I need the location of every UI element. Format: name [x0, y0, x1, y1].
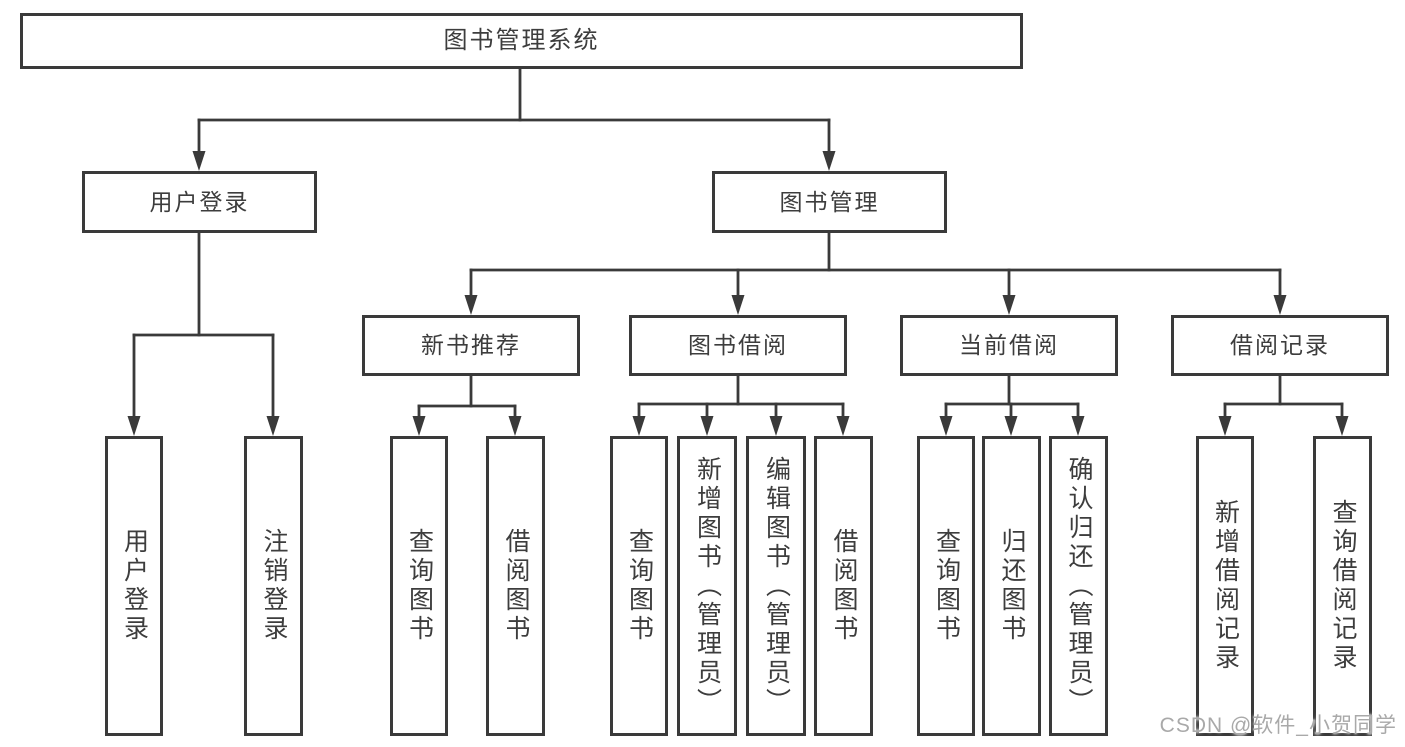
leaf-add-borrow-record: 新增借阅记录: [1196, 436, 1254, 736]
node-new-book-recommend: 新书推荐: [362, 315, 580, 376]
node-label: 借阅记录: [1230, 332, 1330, 358]
node-current-borrow: 当前借阅: [900, 315, 1118, 376]
node-user-login: 用户登录: [82, 171, 317, 233]
leaf-user-login: 用户登录: [105, 436, 163, 736]
leaf-label: 归还图书: [998, 528, 1026, 644]
connector-current-borrow-to-leaves: [939, 373, 1085, 436]
connector-borrow-records-to-leaves: [1218, 373, 1349, 436]
leaf-borrow-books-recommend: 借阅图书: [486, 436, 545, 736]
leaf-label: 查询图书: [405, 528, 434, 644]
leaf-label: 借阅图书: [502, 528, 530, 644]
leaf-edit-books-admin: 编辑图书（管理员）: [746, 436, 806, 736]
node-book-borrow: 图书借阅: [629, 315, 847, 376]
node-label: 用户登录: [149, 188, 250, 215]
connector-book-borrow-to-leaves: [632, 373, 850, 436]
leaf-query-books-borrow: 查询图书: [610, 436, 668, 736]
leaf-label: 新增图书（管理员）: [693, 455, 722, 717]
connector-root-to-level2: [192, 68, 836, 171]
node-label: 图书管理: [779, 188, 880, 215]
node-label: 图书借阅: [688, 332, 788, 358]
leaf-label: 新增借阅记录: [1211, 499, 1240, 673]
leaf-logout: 注销登录: [244, 436, 303, 736]
leaf-label: 注销登录: [260, 528, 288, 644]
node-label: 当前借阅: [959, 332, 1059, 358]
leaf-label: 编辑图书（管理员）: [762, 455, 791, 717]
node-label: 新书推荐: [421, 332, 521, 358]
node-borrow-records: 借阅记录: [1171, 315, 1389, 376]
leaf-label: 查询图书: [625, 528, 654, 644]
leaf-add-books-admin: 新增图书（管理员）: [677, 436, 737, 736]
connector-new-book-recommend-to-leaves: [412, 373, 522, 436]
leaf-label: 查询图书: [932, 528, 961, 644]
connector-book-management-to-level3: [464, 230, 1287, 315]
leaf-label: 用户登录: [120, 528, 149, 644]
leaf-return-books: 归还图书: [982, 436, 1041, 736]
leaf-query-borrow-record: 查询借阅记录: [1313, 436, 1372, 736]
node-label: 图书管理系统: [443, 27, 600, 54]
node-library-management-system: 图书管理系统: [20, 13, 1023, 69]
leaf-query-books-recommend: 查询图书: [390, 436, 448, 736]
leaf-borrow-books: 借阅图书: [814, 436, 873, 736]
connector-user-login-to-leaves: [127, 230, 280, 436]
leaf-label: 确认归还（管理员）: [1065, 455, 1093, 717]
leaf-label: 查询借阅记录: [1329, 499, 1357, 673]
leaf-query-books-current: 查询图书: [917, 436, 975, 736]
leaf-confirm-return-admin: 确认归还（管理员）: [1049, 436, 1108, 736]
leaf-label: 借阅图书: [830, 528, 858, 644]
node-book-management: 图书管理: [712, 171, 947, 233]
